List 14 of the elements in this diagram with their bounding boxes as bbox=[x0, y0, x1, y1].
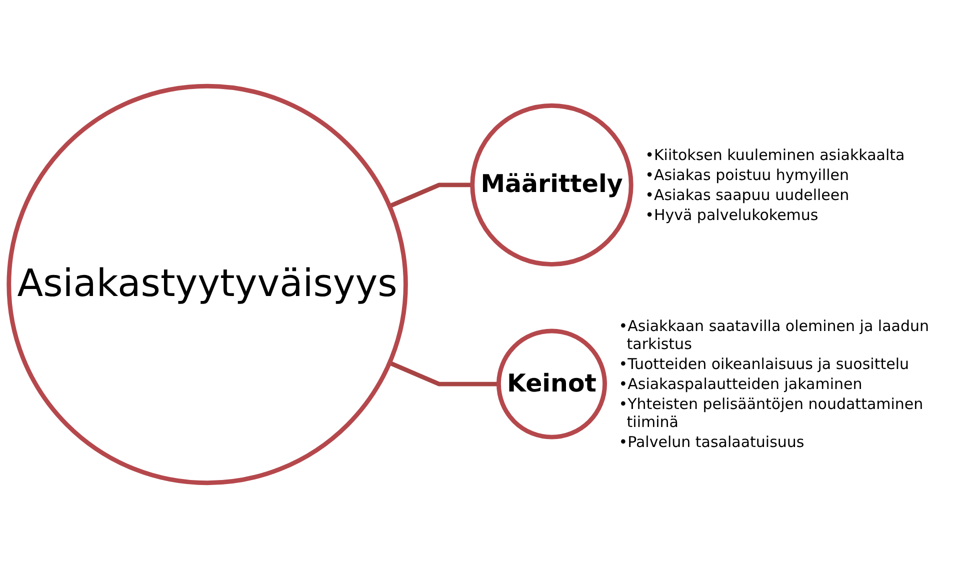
bullet-text: •Hyvä palvelukokemus bbox=[645, 206, 820, 224]
bullet-text: •Kiitoksen kuuleminen asiakkaalta bbox=[645, 146, 906, 164]
bullet-text: •Asiakkaan saatavilla oleminen ja laadun tarkistus bbox=[618, 317, 930, 354]
bullet-text: •Asiakas poistuu hymyillen bbox=[645, 166, 850, 184]
bullet-text: •Asiakas saapuu uudelleen bbox=[645, 186, 850, 204]
bullet-text: •Palvelun tasalaatuisuus bbox=[618, 433, 806, 452]
node-circle: Määrittely bbox=[470, 103, 634, 267]
bullet-text: •Yhteisten pelisääntöjen noudattaminen tiiminä bbox=[618, 395, 924, 432]
node-circle: Keinot bbox=[496, 328, 607, 440]
bullet-text: •Tuotteiden oikeanlaisuus ja suosittelu bbox=[618, 355, 910, 374]
connector bbox=[388, 360, 499, 386]
bullet-text: •Asiakaspalautteiden jakaminen bbox=[618, 375, 864, 394]
connector bbox=[388, 182, 472, 208]
node-circle: Asiakastyytyväisyys bbox=[6, 84, 408, 486]
